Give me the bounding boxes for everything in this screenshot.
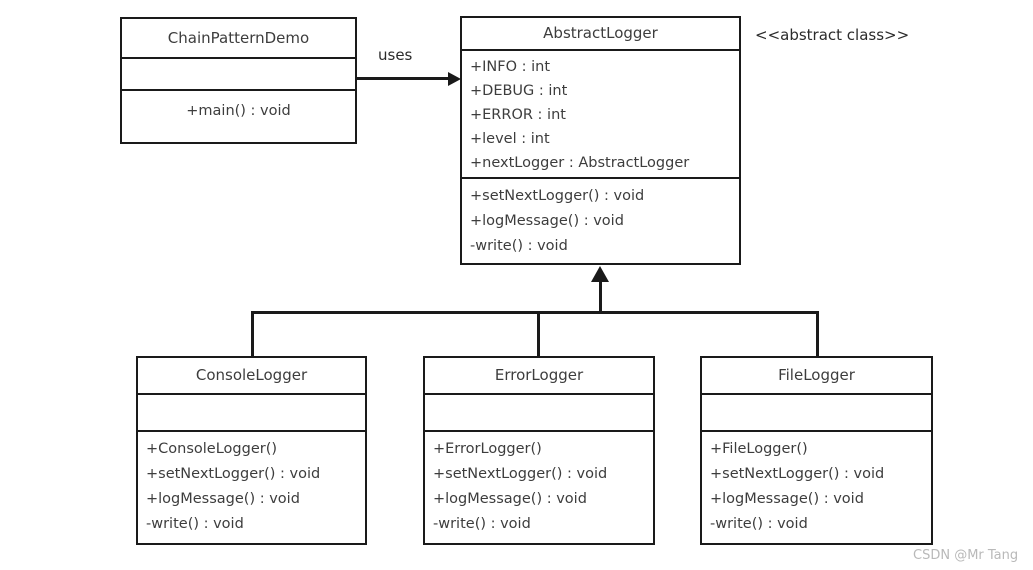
operation-row: +setNextLogger() : void [146, 466, 321, 482]
class-operations-file-logger: +FileLogger() +setNextLogger() : void +l… [702, 432, 931, 543]
operation-row: -write() : void [710, 516, 808, 532]
operation-row: -write() : void [146, 516, 244, 532]
class-title-console-logger: ConsoleLogger [138, 358, 365, 395]
operation-row: +setNextLogger() : void [710, 466, 885, 482]
class-attributes-console-logger [138, 395, 365, 432]
attribute-row: +INFO : int [470, 59, 551, 75]
class-box-error-logger[interactable]: ErrorLogger +ErrorLogger() +setNextLogge… [423, 356, 655, 545]
class-title-chain-pattern-demo: ChainPatternDemo [122, 19, 355, 59]
operation-row: +setNextLogger() : void [470, 188, 645, 204]
operation-row: -write() : void [433, 516, 531, 532]
generalization-drop-error-logger [537, 311, 540, 357]
operation-row: -write() : void [470, 238, 568, 254]
class-title-error-logger: ErrorLogger [425, 358, 653, 395]
operation-row: +logMessage() : void [710, 491, 864, 507]
class-attributes-file-logger [702, 395, 931, 432]
class-attributes-error-logger [425, 395, 653, 432]
attribute-row: +ERROR : int [470, 107, 566, 123]
generalization-drop-console-logger [251, 311, 254, 357]
edge-label-uses: uses [378, 46, 413, 64]
class-attributes-abstract-logger: +INFO : int +DEBUG : int +ERROR : int +l… [462, 51, 739, 179]
operation-row: +logMessage() : void [146, 491, 300, 507]
operation-row: +ConsoleLogger() [146, 441, 278, 457]
watermark-text: CSDN @Mr Tang [913, 548, 1019, 563]
attribute-row: +DEBUG : int [470, 83, 568, 99]
operation-row: +logMessage() : void [470, 213, 624, 229]
generalization-bus-line [251, 311, 819, 314]
class-operations-chain-pattern-demo: +main() : void [122, 91, 355, 142]
class-attributes-chain-pattern-demo [122, 59, 355, 91]
dependency-arrowhead-uses [448, 72, 461, 86]
class-box-abstract-logger[interactable]: AbstractLogger +INFO : int +DEBUG : int … [460, 16, 741, 265]
operation-row: +setNextLogger() : void [433, 466, 608, 482]
class-title-abstract-logger: AbstractLogger [462, 18, 739, 51]
class-box-file-logger[interactable]: FileLogger +FileLogger() +setNextLogger(… [700, 356, 933, 545]
class-operations-abstract-logger: +setNextLogger() : void +logMessage() : … [462, 179, 739, 263]
class-operations-console-logger: +ConsoleLogger() +setNextLogger() : void… [138, 432, 365, 543]
operation-row: +logMessage() : void [433, 491, 587, 507]
generalization-arrowhead [591, 266, 609, 282]
generalization-drop-file-logger [816, 311, 819, 357]
operation-row: +main() : void [186, 103, 291, 119]
dependency-line-uses [357, 77, 450, 80]
class-box-console-logger[interactable]: ConsoleLogger +ConsoleLogger() +setNextL… [136, 356, 367, 545]
class-title-file-logger: FileLogger [702, 358, 931, 395]
operation-row: +ErrorLogger() [433, 441, 542, 457]
operation-row: +FileLogger() [710, 441, 808, 457]
attribute-row: +level : int [470, 131, 550, 147]
class-operations-error-logger: +ErrorLogger() +setNextLogger() : void +… [425, 432, 653, 543]
generalization-riser [599, 281, 602, 313]
stereotype-abstract-class: <<abstract class>> [755, 26, 910, 44]
class-box-chain-pattern-demo[interactable]: ChainPatternDemo +main() : void [120, 17, 357, 144]
attribute-row: +nextLogger : AbstractLogger [470, 155, 690, 171]
